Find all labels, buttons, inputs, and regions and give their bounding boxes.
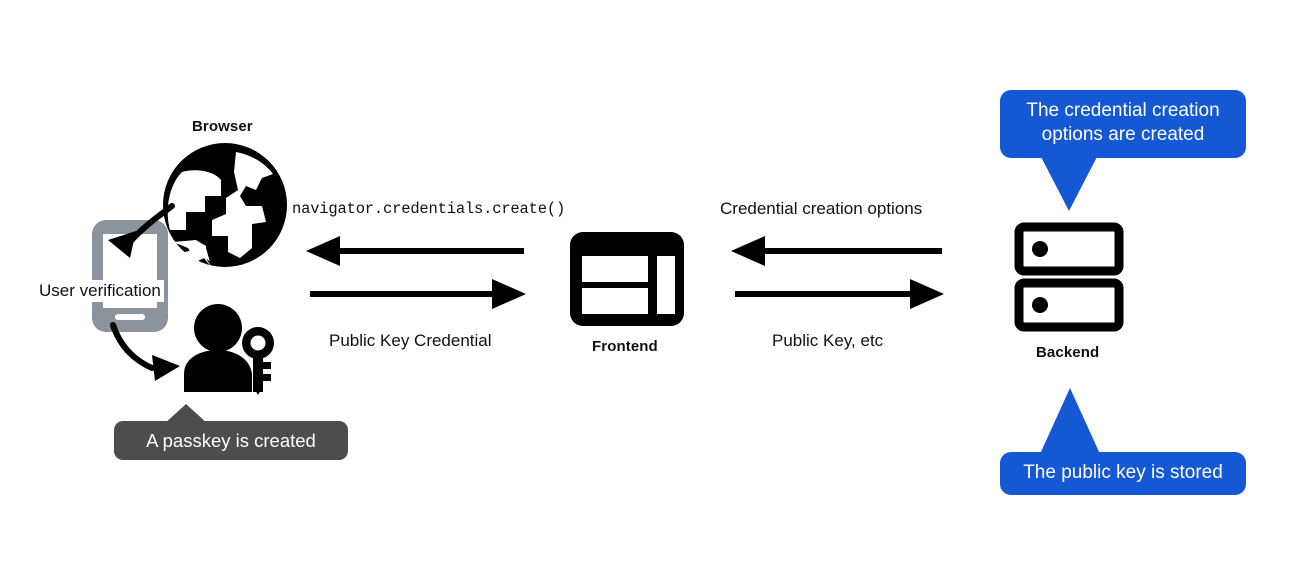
flow-label-navigator-create: navigator.credentials.create() (292, 200, 566, 218)
frontend-label: Frontend (592, 338, 658, 355)
arrow-navigator-create (306, 236, 524, 266)
dashboard-window-icon (570, 232, 684, 326)
tooltip-bubble: A passkey is created (114, 421, 348, 460)
arrow-credential-creation-options (731, 236, 942, 266)
flow-label-credential-creation-options: Credential creation options (720, 199, 923, 218)
server-racks-icon (1014, 222, 1124, 332)
callout-top-pointer (1039, 153, 1099, 211)
globe-icon (163, 143, 287, 268)
flow-label-public-key-etc: Public Key, etc (772, 331, 884, 350)
user-verification-label: User verification (36, 280, 164, 302)
person-with-key-icon (184, 304, 274, 395)
browser-label: Browser (192, 118, 253, 135)
callout-credential-creation-options: The credential creation options are crea… (1000, 90, 1246, 158)
arrow-browser-to-device (108, 203, 175, 258)
backend-label: Backend (1036, 344, 1100, 361)
callout-bottom-pointer (1040, 388, 1100, 454)
flow-label-public-key-credential: Public Key Credential (329, 331, 492, 350)
callout-public-key-stored: The public key is stored (1000, 452, 1246, 496)
tooltip-pointer (164, 404, 208, 424)
arrow-public-key-credential (310, 279, 526, 309)
tooltip-text: A passkey is created (146, 429, 316, 451)
arrow-device-to-authenticator (110, 322, 180, 381)
passkey-created-tooltip: A passkey is created (114, 404, 348, 460)
arrow-public-key-etc (735, 279, 944, 309)
